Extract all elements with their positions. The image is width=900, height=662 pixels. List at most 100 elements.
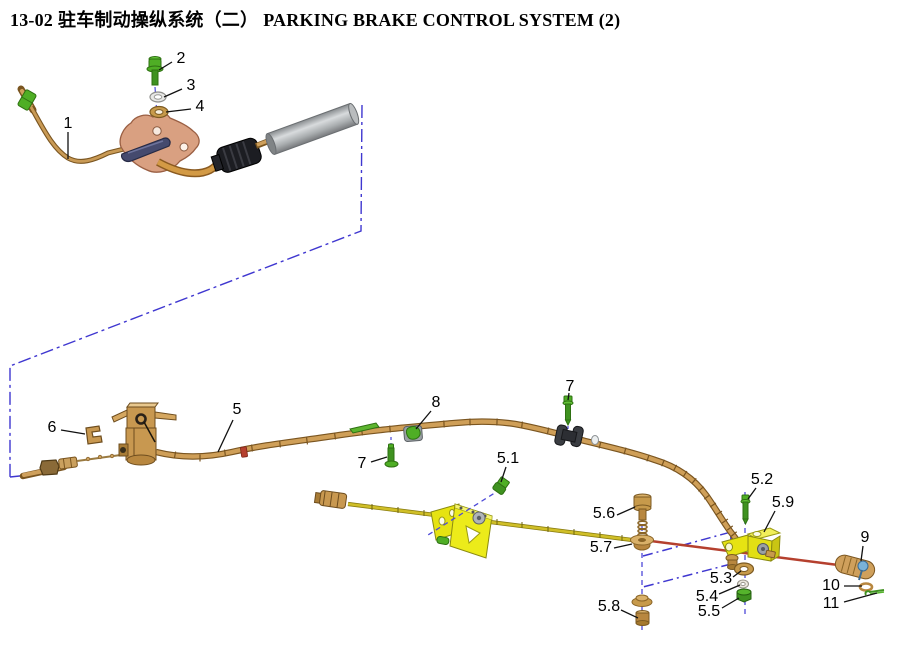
bolt-5-1 [492,476,510,495]
thin-cable-bead [85,456,91,462]
lower-cable-assembly [19,395,739,541]
upper-cable-assembly [17,56,360,178]
linkage-assembly [313,476,885,626]
cable-5-fill [155,419,738,541]
callout-leader-5.2 [747,487,757,500]
yellow-rod [347,502,641,543]
callout-label-9: 9 [861,529,870,546]
adjuster-sleeve-highlight [127,140,164,154]
washer-10 [858,582,874,592]
phantom-plane-lower [642,563,732,588]
callout-label-3: 3 [187,77,196,94]
section-code: 13-02 [10,10,53,30]
grommet-5-8 [631,594,653,626]
spring-5-6 [637,520,648,538]
callout-leader-5 [217,419,234,453]
callout-label-7b: 7 [566,378,575,395]
yellow-bracket [430,503,493,559]
callout-layer: 123456778910115.15.25.35.45.55.65.75.85.… [48,50,878,620]
rod-hex-nut [39,459,60,476]
callout-leader-5.6 [616,506,636,516]
thin-cable-bead [109,453,115,459]
adjuster-sleeve [120,137,171,163]
washer-5-4 [736,579,750,589]
yellow-rod-ticks [371,504,623,541]
callout-label-5.7: 5.7 [590,539,612,556]
cable-ferrule-ticks [173,418,738,537]
bracket-rivet [459,506,463,510]
washer-5-7 [630,534,654,551]
clip-6 [85,425,103,445]
callout-leader-7b [567,392,570,401]
clevis-pin [857,560,869,572]
callout-label-5.4: 5.4 [696,588,718,605]
bracket-left-flange [111,409,130,423]
callout-label-5.5: 5.5 [698,603,720,620]
bolt-5-2 [740,494,751,526]
outer-cylinder [265,102,360,155]
equalizer [721,527,782,570]
phantom-boundary-line [9,104,363,477]
callout-label-5.9: 5.9 [772,494,794,511]
clevis-pin-stem [858,569,863,581]
equalizer-bar-hole [725,542,733,552]
phantom-plane-upper [642,531,732,557]
bolt-7-left [384,443,399,468]
bracket-rivet [471,510,475,514]
bracket-edge-line [143,421,156,443]
callout-label-6: 6 [48,419,57,436]
bracket-top-strip [126,402,159,408]
callout-label-7a: 7 [358,455,367,472]
rod-swage-fitting [58,456,78,470]
callout-leader-5.4 [718,584,741,595]
washer-4 [149,105,169,119]
callout-label-1: 1 [64,115,73,132]
cable-bracket [111,402,177,466]
bracket-hole [135,413,147,425]
bracket-right-flange [154,411,177,421]
callout-label-5: 5 [233,401,242,418]
flat-clip [349,422,380,434]
equalizer-block-hole [752,531,762,537]
equalizer-brass-detail [765,549,776,559]
callout-label-5.2: 5.2 [751,471,773,488]
yellow-bracket-cutout [465,525,481,544]
phantom-lines [9,86,746,630]
callout-label-4: 4 [196,98,205,115]
bolt-5-6 [633,493,652,538]
callout-label-11: 11 [823,595,840,612]
cable-red-band [240,446,248,458]
callout-leader-7a [370,456,388,463]
callout-label-5.1: 5.1 [497,450,519,467]
cable-clamp [554,424,584,448]
bracket-hole-1 [438,516,446,526]
callout-leader-5.5 [721,597,740,609]
callout-label-5.6: 5.6 [593,505,615,522]
callout-label-10: 10 [822,577,840,594]
callout-leader-5.3 [732,570,742,578]
clevis-9 [834,554,876,581]
washer-3 [149,91,167,103]
equalizer-roller-hub [761,547,765,551]
title-chinese: 驻车制动操纵系统（二） [58,10,259,30]
callout-leader-5.7 [613,543,633,549]
callout-label-2: 2 [177,50,186,67]
rubber-boot [210,137,262,173]
callout-leader-2 [158,61,173,71]
callout-label-5.3: 5.3 [710,570,732,587]
cable-ring [591,435,599,445]
callout-leader-11 [843,592,878,603]
bracket-green-pin [436,535,450,546]
callout-leader-5.1 [500,466,507,483]
title-english: PARKING BRAKE CONTROL SYSTEM (2) [263,10,621,30]
thin-cable-bead [97,454,103,460]
plate-side-hole [179,142,189,152]
rod-clevis-left [313,490,348,509]
cable-end-fitting [17,89,37,111]
bracket-foot [126,454,156,466]
red-cable [642,538,847,568]
bracket-boss-hole [120,447,126,453]
